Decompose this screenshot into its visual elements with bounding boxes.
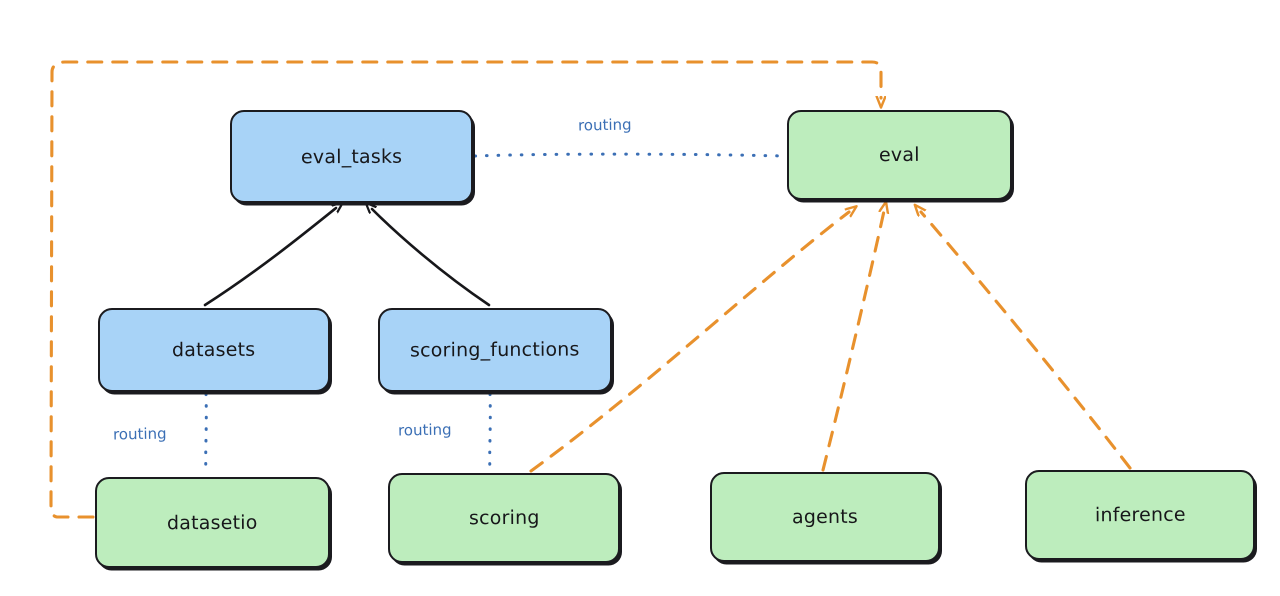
node-datasets[interactable]: datasets	[98, 308, 330, 392]
node-eval-tasks[interactable]: eval_tasks	[230, 110, 473, 203]
node-label-scoring: scoring	[468, 506, 540, 530]
node-label-datasetio: datasetio	[167, 511, 258, 534]
edge-label-routing-eval: routing	[577, 115, 632, 135]
edge-datasets-eval-tasks	[203, 208, 336, 307]
edge-agents-eval	[821, 211, 884, 472]
edge-eval-tasks-eval	[473, 152, 787, 158]
node-datasetio[interactable]: datasetio	[95, 477, 330, 568]
node-label-datasets: datasets	[172, 338, 256, 362]
edge-scoring-functions-eval-tasks	[372, 209, 491, 307]
node-agents[interactable]: agents	[710, 472, 940, 562]
node-label-inference: inference	[1094, 503, 1186, 527]
node-scoring[interactable]: scoring	[388, 473, 620, 563]
edge-inference-eval	[921, 212, 1132, 470]
node-label-eval-tasks: eval_tasks	[300, 145, 403, 168]
node-label-scoring-functions: scoring_functions	[410, 338, 580, 362]
node-label-agents: agents	[791, 505, 859, 529]
node-scoring-functions[interactable]: scoring_functions	[378, 308, 612, 392]
node-eval[interactable]: eval	[787, 110, 1012, 200]
node-inference[interactable]: inference	[1025, 470, 1255, 560]
edge-label-routing-datasets: routing	[112, 424, 167, 444]
edge-datasets-datasetio	[204, 392, 208, 476]
edge-scoring-eval	[529, 212, 849, 473]
edge-scoring-functions-scoring	[488, 392, 492, 473]
node-label-eval: eval	[879, 143, 920, 167]
edge-label-routing-scoring: routing	[397, 420, 452, 440]
